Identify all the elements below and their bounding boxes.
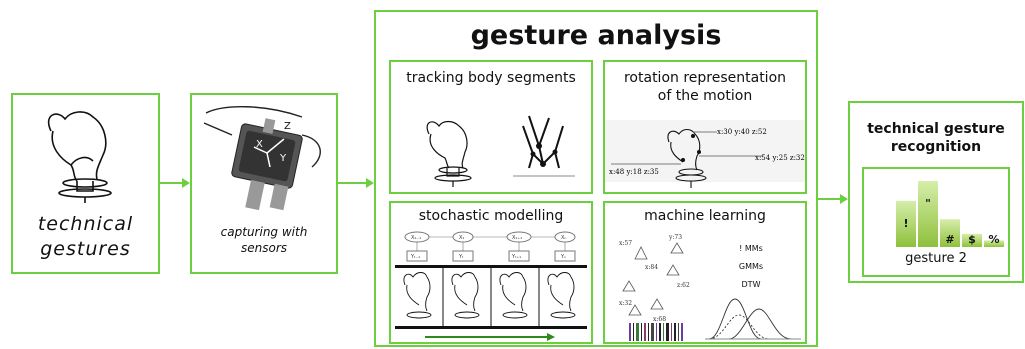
hmm-state-2: X₁	[459, 235, 464, 241]
ml-method-2: GMMs	[739, 262, 763, 271]
svg-text:Z: Z	[284, 121, 291, 132]
recognition-bar	[940, 219, 960, 247]
recognition-box: technical gesture recognition ! " # $% gest…	[848, 101, 1024, 283]
rotation-motion-figure: x:30 y:40 z:52 x:54 y:25 z:32 x:48 y:18 …	[605, 120, 805, 188]
arrow-right-icon	[338, 178, 374, 188]
hand-gesture-icon	[426, 120, 472, 187]
hmm-state-1: X₁₋₁	[411, 235, 421, 241]
hmm-state-3: X₁₊₁	[512, 235, 522, 241]
arrow-right-icon	[160, 178, 190, 188]
hmm-diagram: X₁₋₁ X₁ X₁₊₁ Xₙ Yₜ₋₁ Yₜ Yₜ₊₁ Yₙ	[395, 231, 587, 341]
recognition-bar-label: %	[988, 233, 999, 246]
recognition-chart-frame: ! " # $% gesture 2	[862, 167, 1010, 277]
stage2-label-line2: sensors	[240, 241, 288, 255]
recognition-bar-label: $	[968, 233, 976, 246]
hmm-state-4: Xₙ	[561, 235, 566, 241]
stage1-label-line1: technical	[37, 213, 134, 235]
ml-scatter-figure: x:57 y:73 x:84 z:62 x:32 x:68 ! MMs GMMs…	[619, 234, 801, 341]
wrist-sensor-icon: X Z Y	[203, 106, 321, 211]
stage2-label-line1: capturing with	[220, 225, 308, 239]
svg-text:Y: Y	[279, 153, 287, 164]
stage1-label-line2: gestures	[40, 238, 131, 260]
rotation-annotation-2: x:54 y:25 z:32	[755, 154, 805, 162]
ml-scatter-label-1: x:57	[619, 240, 632, 247]
ml-scatter-label-6: x:68	[653, 316, 666, 323]
ml-scatter-label-5: x:32	[619, 300, 632, 307]
hmm-obs-3: Yₜ₊₁	[511, 254, 521, 260]
recognition-caption: gesture 2	[905, 251, 967, 266]
capturing-sensors-box: X Z Y capturing with sensors	[190, 93, 338, 274]
recognition-bar	[962, 233, 982, 247]
recognition-bar-chart: ! " # $%	[896, 181, 1004, 247]
hmm-obs-2: Yₜ	[458, 254, 464, 260]
recognition-bar-label: #	[945, 233, 954, 246]
barcode-graphic	[629, 323, 683, 341]
analysis-title: gesture analysis	[470, 20, 722, 51]
hmm-obs-4: Yₙ	[560, 254, 566, 260]
technical-gestures-box: technical gestures	[11, 93, 160, 274]
hand-gesture-icon	[47, 111, 112, 203]
ml-method-3: DTW	[742, 280, 761, 289]
ml-method-1: ! MMs	[739, 244, 763, 253]
panel-ml: machine learning x:57 y:73 x:84 z:62 x:3…	[603, 201, 807, 344]
recognition-bar	[984, 240, 1004, 247]
ml-scatter-label-4: z:62	[677, 282, 690, 289]
ml-scatter-label-2: y:73	[668, 234, 682, 241]
recognition-bar	[896, 200, 916, 247]
hmm-obs-1: Yₜ₋₁	[410, 254, 420, 260]
rotation-annotation-3: x:48 y:18 z:35	[609, 168, 659, 176]
panel-rotation: rotation representation of the motion x:…	[603, 60, 807, 194]
stochastic-title: stochastic modelling	[418, 208, 564, 224]
rotation-title-line2: of the motion	[657, 88, 753, 104]
recognition-bar-label: "	[925, 197, 931, 210]
tracking-title: tracking body segments	[406, 70, 576, 86]
rotation-title-line1: rotation representation	[623, 70, 787, 86]
recognition-title-line2: recognition	[890, 139, 982, 155]
recognition-bar	[918, 181, 938, 247]
rotation-annotation-1: x:30 y:40 z:52	[717, 128, 767, 136]
ml-scatter-label-3: x:84	[645, 264, 658, 271]
ml-title: machine learning	[644, 208, 766, 224]
skeleton-tracking-icon	[513, 115, 575, 177]
arrow-right-icon	[818, 194, 848, 204]
panel-tracking: tracking body segments	[389, 60, 593, 194]
recognition-bar-label: !	[903, 217, 908, 230]
panel-stochastic: stochastic modelling X₁₋₁ X₁ X₁₊₁ Xₙ Yₜ₋…	[389, 201, 593, 344]
recognition-title-line1: technical gesture	[867, 121, 1005, 137]
svg-text:X: X	[256, 139, 263, 150]
